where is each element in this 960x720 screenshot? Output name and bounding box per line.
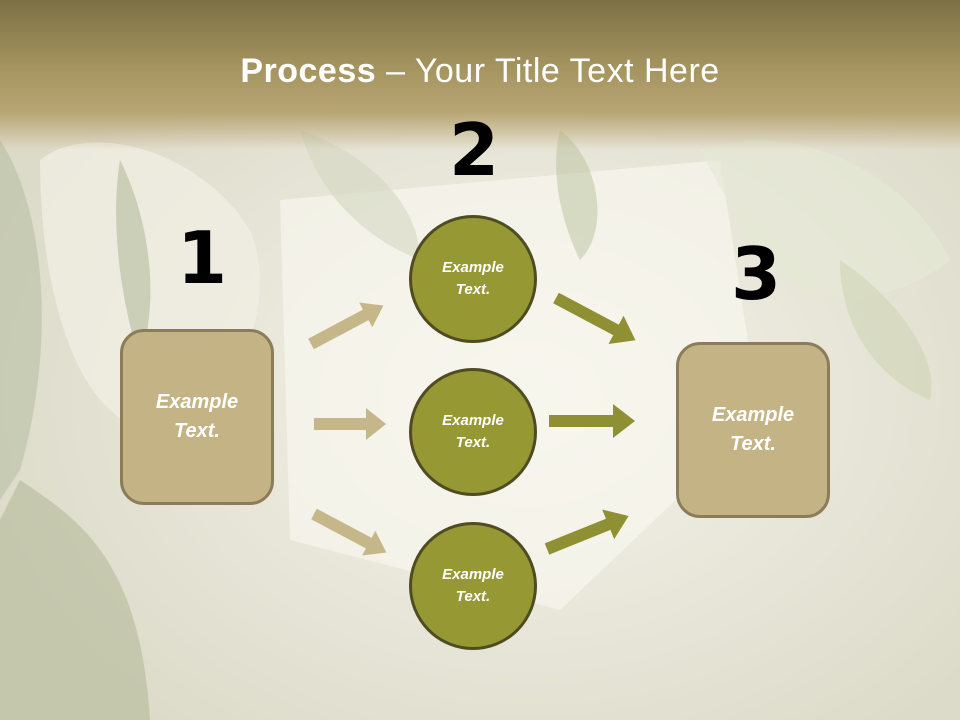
- arrow-left-to-middle: [314, 408, 386, 440]
- step-number-1: 1: [177, 216, 228, 300]
- arrow-bottom-to-right: [544, 509, 629, 555]
- left-box-line-2: Text.: [174, 420, 220, 442]
- title-rest: – Your Title Text Here: [376, 52, 720, 90]
- title-bold: Process: [240, 52, 377, 90]
- header-band: [0, 0, 960, 150]
- arrow-left-to-bottom: [311, 508, 387, 556]
- step-number-2: 2: [449, 108, 500, 192]
- left-box-line-1: Example: [155, 391, 239, 413]
- arrow-left-to-top: [308, 302, 384, 350]
- arrow-middle-to-right: [549, 404, 635, 438]
- circle-bottom-line-1: Example: [442, 565, 504, 583]
- circle-middle-line-2: Text.: [455, 434, 491, 451]
- circle-top-line-1: Example: [442, 258, 504, 276]
- page-title: Process – Your Title Text Here: [0, 52, 960, 91]
- circle-top-line-2: Text.: [455, 281, 491, 298]
- right-box-line-2: Text.: [730, 433, 776, 455]
- circle-middle-line-1: Example: [442, 411, 504, 429]
- step-number-3: 3: [731, 232, 782, 316]
- arrow-top-to-right: [553, 292, 636, 345]
- right-box-line-1: Example: [711, 404, 795, 426]
- circle-bottom-line-2: Text.: [455, 588, 491, 605]
